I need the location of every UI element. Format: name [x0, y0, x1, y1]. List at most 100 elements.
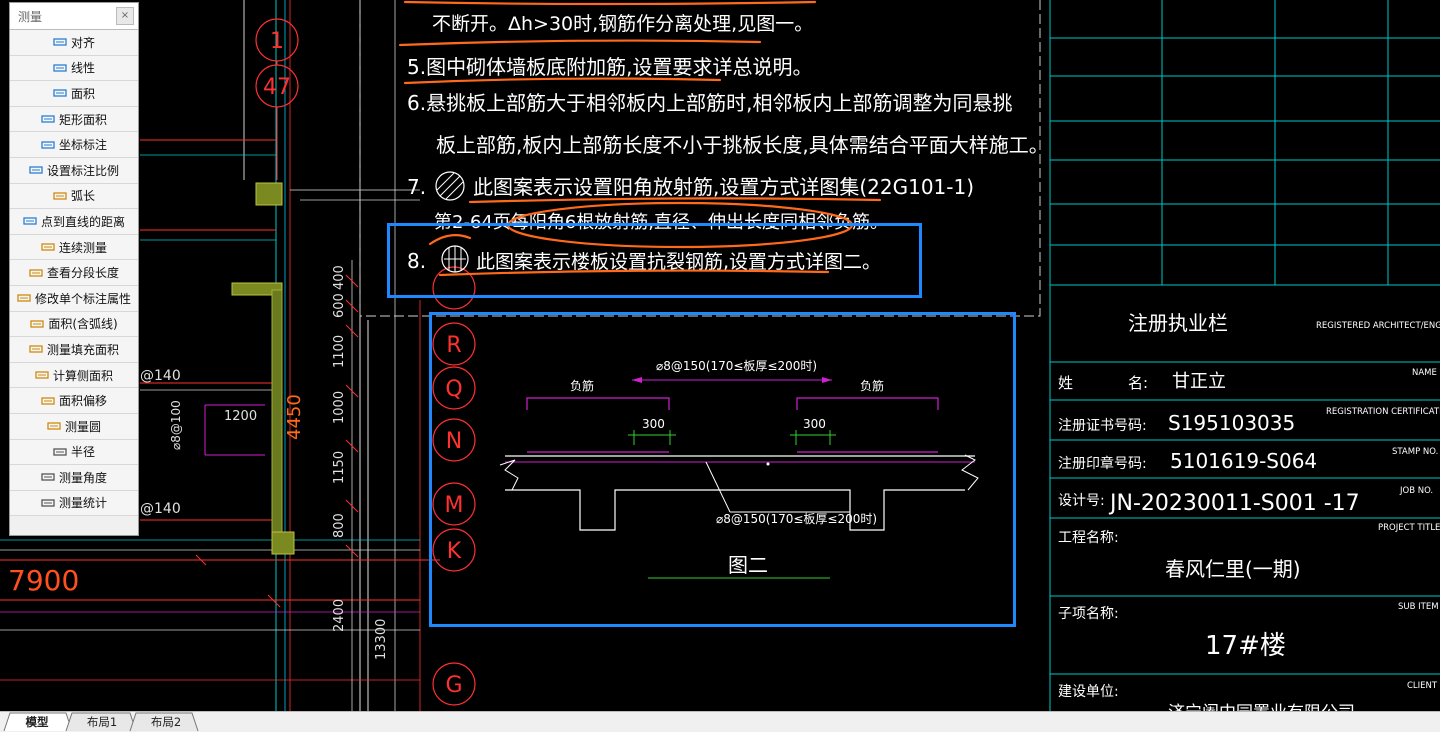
dim-800: 800 — [332, 513, 347, 538]
dim-7900: 7900 — [8, 564, 79, 597]
measure-item-17[interactable]: 测量角度 — [10, 465, 138, 491]
measure-item-0[interactable]: 对齐 — [10, 30, 138, 56]
angle-icon — [41, 471, 55, 483]
rebar-100: ⌀8@100 — [169, 400, 183, 450]
hatch-symbol-icon — [435, 171, 465, 201]
point-line-icon — [23, 215, 37, 227]
measure-panel[interactable]: 测量 × 对齐线性面积矩形面积坐标标注设置标注比例弧长点到直线的距离连续测量查看… — [9, 2, 139, 536]
dim-1000: 1000 — [332, 391, 347, 424]
measure-item-16[interactable]: 半径 — [10, 439, 138, 466]
cert-en: REGISTRATION CERTIFICATE NO. — [1326, 407, 1440, 417]
measure-item-label: 测量圆 — [64, 419, 101, 434]
job-label: 设计号: — [1058, 493, 1105, 509]
notes-border — [359, 0, 1041, 317]
detail-top-label: ⌀8@150(170≤板厚≤200时) — [656, 359, 817, 373]
measure-item-label: 弧长 — [70, 189, 95, 204]
measure-item-label: 设置标注比例 — [46, 163, 119, 178]
measure-item-15[interactable]: 测量圆 — [10, 413, 138, 440]
cert-label: 注册证书号码: — [1058, 418, 1147, 434]
cert-value: S195103035 — [1168, 411, 1295, 435]
sub-label: 子项名称: — [1058, 606, 1119, 622]
project-value: 春风仁里(一期) — [1165, 557, 1301, 581]
measure-item-11[interactable]: 面积(含弧线) — [10, 311, 138, 338]
client-value: 济宁阖中园置业有限公司 — [1168, 703, 1355, 711]
rebar-140-a: @140 — [140, 368, 181, 384]
stamp-label: 注册印章号码: — [1058, 455, 1147, 472]
name-value: 甘正立 — [1172, 371, 1226, 392]
reg-title-en: REGISTERED ARCHITECT/ENGINEER — [1316, 321, 1440, 331]
dim-1200: 1200 — [224, 409, 257, 424]
measure-item-7[interactable]: 点到直线的距离 — [10, 209, 138, 235]
note-line-8-num: 8. — [407, 249, 426, 273]
selection-box-detail-2[interactable] — [429, 312, 1016, 627]
client-label: 建设单位: — [1058, 684, 1119, 700]
measure-item-label: 修改单个标注属性 — [34, 291, 131, 306]
left-structural-drawing — [0, 0, 476, 711]
measure-item-9[interactable]: 查看分段长度 — [10, 260, 138, 286]
drawing-canvas[interactable]: 1 47 R Q N M K G 400 600 1100 1000 1150 … — [0, 0, 1440, 711]
side-area-icon — [35, 369, 49, 381]
offset-area-icon — [41, 395, 55, 407]
continuous-icon — [41, 241, 55, 253]
detail-neg-left: 负筋 — [570, 378, 594, 393]
measure-item-1[interactable]: 线性 — [10, 55, 138, 82]
measure-item-18[interactable]: 测量统计 — [10, 490, 138, 517]
radius-icon — [53, 446, 67, 458]
measure-item-label: 半径 — [70, 445, 95, 460]
measure-item-label: 测量统计 — [58, 496, 107, 511]
note-line-5: 5.图中砌体墙板底附加筋,设置要求详总说明。 — [407, 55, 812, 79]
note-line-7b: 第2-64页每阳角6根放射筋,直径、伸出长度同相邻负筋。 — [434, 212, 888, 233]
dim-2400: 2400 — [332, 599, 347, 632]
fill-area-icon — [29, 343, 43, 355]
name-en: NAME — [1412, 368, 1437, 378]
measure-item-label: 测量角度 — [58, 470, 107, 485]
detail-dim-left: 300 — [642, 417, 665, 431]
client-en: CLIENT — [1407, 681, 1438, 691]
circle-icon — [47, 420, 61, 432]
measure-item-label: 矩形面积 — [58, 112, 107, 127]
rebar-140-b: @140 — [140, 501, 181, 517]
tab-model[interactable]: 模型 — [25, 715, 49, 729]
align-icon — [53, 36, 67, 48]
dim-13300: 13300 — [374, 619, 389, 660]
note-line-6b: 板上部筋,板内上部筋长度不小于挑板长度,具体需结合平面大样施工。 — [436, 133, 1049, 157]
sub-value: 17#楼 — [1205, 631, 1286, 661]
project-label: 工程名称: — [1058, 530, 1119, 546]
measure-item-6[interactable]: 弧长 — [10, 183, 138, 210]
axis-bubble-k: K — [447, 539, 462, 564]
tab-layout1[interactable]: 布局1 — [86, 715, 118, 729]
close-icon[interactable]: × — [116, 7, 134, 25]
detail-drawing — [499, 377, 979, 579]
dim-1100: 1100 — [332, 335, 347, 368]
measure-panel-header[interactable]: 测量 × — [10, 3, 138, 30]
measure-item-12[interactable]: 测量填充面积 — [10, 337, 138, 363]
note-line-8: 此图案表示楼板设置抗裂钢筋,设置方式详图二。 — [476, 251, 881, 273]
detail-dim-right: 300 — [803, 417, 826, 431]
measure-item-label: 计算侧面积 — [52, 368, 113, 383]
measure-item-label: 测量填充面积 — [46, 342, 119, 357]
job-value: JN-20230011-S001 -17 — [1108, 491, 1360, 516]
measure-item-5[interactable]: 设置标注比例 — [10, 157, 138, 184]
crack-rebar-symbol-icon — [441, 245, 469, 273]
axis-bubble-m: M — [445, 493, 464, 518]
measure-item-2[interactable]: 面积 — [10, 81, 138, 107]
selection-box-note-8[interactable] — [387, 223, 922, 298]
dim-4450: 4450 — [284, 394, 305, 440]
layout-tab-bar: 模型 布局1 布局2 — [0, 711, 1440, 732]
measure-item-14[interactable]: 面积偏移 — [10, 388, 138, 414]
tab-layout2[interactable]: 布局2 — [150, 715, 182, 729]
measure-item-label: 坐标标注 — [58, 138, 107, 153]
measure-item-4[interactable]: 坐标标注 — [10, 132, 138, 158]
note-line-7a: 此图案表示设置阳角放射筋,设置方式详图集(22G101-1) — [473, 175, 974, 199]
title-block-lines — [1049, 0, 1440, 711]
edit-dim-icon — [17, 292, 31, 304]
measure-item-13[interactable]: 计算侧面积 — [10, 362, 138, 389]
axis-bubble-47: 47 — [263, 75, 291, 100]
measure-item-8[interactable]: 连续测量 — [10, 234, 138, 261]
detail-bottom-label: ⌀8@150(170≤板厚≤200时) — [716, 512, 877, 526]
measure-item-3[interactable]: 矩形面积 — [10, 106, 138, 133]
measure-item-label: 对齐 — [70, 35, 95, 50]
stamp-en: STAMP NO. — [1392, 447, 1438, 457]
measure-item-10[interactable]: 修改单个标注属性 — [10, 285, 138, 312]
note-line-1: 不断开。Δh>30时,钢筋作分离处理,见图一。 — [432, 13, 813, 35]
